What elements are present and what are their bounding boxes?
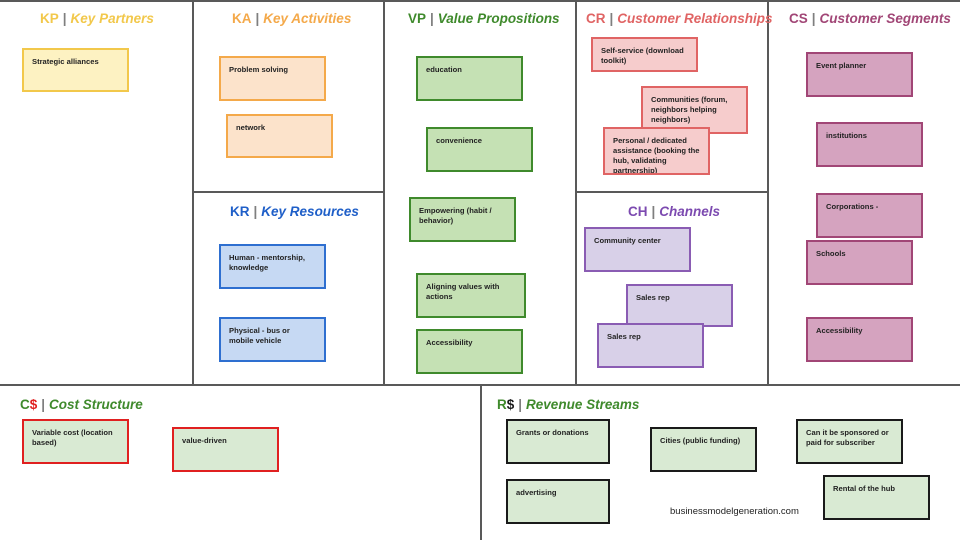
sticky-note[interactable]: Grants or donations xyxy=(506,419,610,464)
sticky-note[interactable]: Personal / dedicated assistance (booking… xyxy=(603,127,710,175)
vp-separator: | xyxy=(430,11,434,26)
credit-text: businessmodelgeneration.com xyxy=(670,506,799,517)
cost-abbr: C xyxy=(20,397,30,412)
rev-header: R$|Revenue Streams xyxy=(497,397,639,412)
kp-title: Key Partners xyxy=(70,11,154,26)
rev-abbr-symbol: $ xyxy=(506,397,515,412)
sticky-note[interactable]: convenience xyxy=(426,127,533,172)
rev-separator: | xyxy=(518,397,523,412)
sticky-note[interactable]: Corporations - xyxy=(816,193,923,238)
ka-abbr: KA xyxy=(232,11,252,26)
ka-separator: | xyxy=(255,11,260,26)
cs-abbr: CS xyxy=(789,11,808,26)
border-top xyxy=(0,0,960,2)
ka-header: KA|Key Activities xyxy=(232,11,351,26)
ch-title: Channels xyxy=(659,204,721,219)
vp-header: VP|Value Propositions xyxy=(408,11,560,26)
kr-title: Key Resources xyxy=(261,204,359,219)
ch-separator: | xyxy=(651,204,656,219)
kr-separator: | xyxy=(253,204,258,219)
sticky-note[interactable]: Variable cost (location based) xyxy=(22,419,129,464)
divider-ka-kr xyxy=(193,191,384,193)
sticky-note[interactable]: Problem solving xyxy=(219,56,326,101)
divider-cr-ch xyxy=(576,191,768,193)
ch-header: CH|Channels xyxy=(628,204,720,219)
kp-abbr: KP xyxy=(40,11,59,26)
cr-abbr: CR xyxy=(586,11,606,26)
cost-header: C$|Cost Structure xyxy=(20,397,143,412)
sticky-note[interactable]: Event planner xyxy=(806,52,913,97)
sticky-note[interactable]: education xyxy=(416,56,523,101)
sticky-note[interactable]: Sales rep xyxy=(626,284,733,327)
cr-title: Customer Relationships xyxy=(617,11,773,26)
sticky-note[interactable]: advertising xyxy=(506,479,610,524)
vp-title: Value Propositions xyxy=(437,11,560,26)
sticky-note[interactable]: Accessibility xyxy=(416,329,523,374)
kr-abbr: KR xyxy=(230,204,250,219)
sticky-note[interactable]: institutions xyxy=(816,122,923,167)
cost-title: Cost Structure xyxy=(49,397,143,412)
vp-abbr: VP xyxy=(408,11,427,26)
divider-cost-revenue xyxy=(480,385,482,540)
cost-separator: | xyxy=(41,397,46,412)
sticky-note[interactable]: Cities (public funding) xyxy=(650,427,757,472)
sticky-note[interactable]: Self-service (download toolkit) xyxy=(591,37,698,72)
cs-header: CS|Customer Segments xyxy=(789,11,951,26)
divider-ka-vp xyxy=(383,0,385,385)
sticky-note[interactable]: Sales rep xyxy=(597,323,704,368)
sticky-note[interactable]: Empowering (habit / behavior) xyxy=(409,197,516,242)
cs-separator: | xyxy=(811,11,816,26)
rev-abbr: R xyxy=(497,397,507,412)
sticky-note[interactable]: Human - mentorship, knowledge xyxy=(219,244,326,289)
kp-header: KP|Key Partners xyxy=(40,11,154,26)
cr-header: CR|Customer Relationships xyxy=(586,11,773,26)
sticky-note[interactable]: Aligning values with actions xyxy=(416,273,526,318)
sticky-note[interactable]: Strategic alliances xyxy=(22,48,129,92)
ch-abbr: CH xyxy=(628,204,648,219)
cr-separator: | xyxy=(609,11,614,26)
cs-title: Customer Segments xyxy=(819,11,951,26)
kp-separator: | xyxy=(62,11,67,26)
rev-title: Revenue Streams xyxy=(526,397,640,412)
sticky-note[interactable]: Rental of the hub xyxy=(823,475,930,520)
divider-cr-cs xyxy=(767,0,769,385)
ka-title: Key Activities xyxy=(263,11,352,26)
sticky-note[interactable]: value-driven xyxy=(172,427,279,472)
cost-abbr-symbol: $ xyxy=(29,397,38,412)
sticky-note[interactable]: Schools xyxy=(806,240,913,285)
sticky-note[interactable]: network xyxy=(226,114,333,158)
sticky-note[interactable]: Can it be sponsored or paid for subscrib… xyxy=(796,419,903,464)
kr-header: KR|Key Resources xyxy=(230,204,359,219)
sticky-note[interactable]: Accessibility xyxy=(806,317,913,362)
sticky-note[interactable]: Community center xyxy=(584,227,691,272)
sticky-note[interactable]: Physical - bus or mobile vehicle xyxy=(219,317,326,362)
